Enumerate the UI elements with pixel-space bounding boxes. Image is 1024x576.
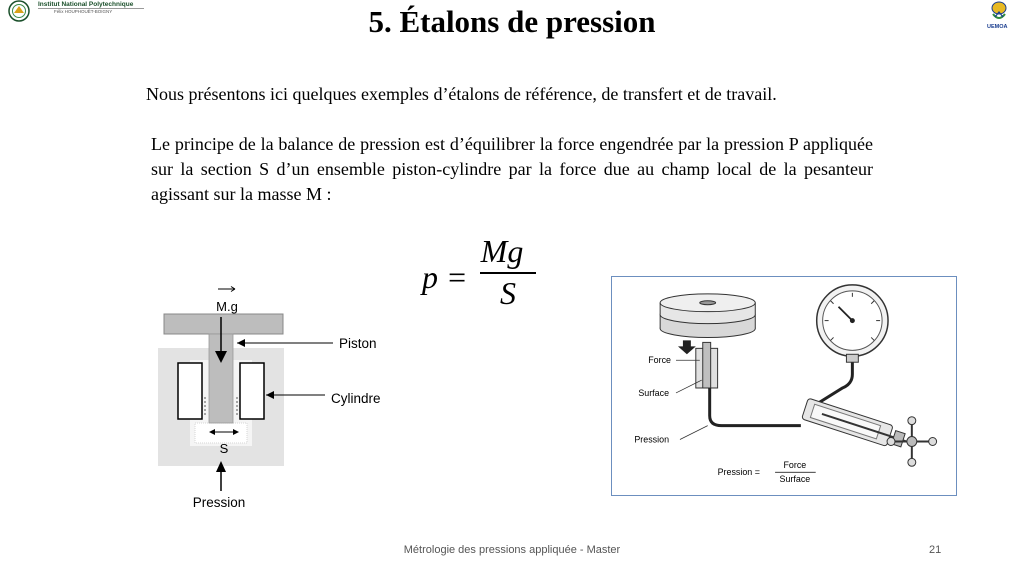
- pressure-formula: p = Mg S: [420, 233, 536, 311]
- uemoa-logo: UEMOA: [984, 0, 1018, 34]
- deadweight-tester-diagram: Force Surface Pression: [611, 276, 957, 496]
- pressure-arrow-head: [216, 461, 226, 472]
- force-label: Force: [648, 355, 671, 365]
- piston-label: Piston: [339, 336, 377, 351]
- institution-logo: Institut National Polytechnique Félix HO…: [2, 0, 152, 22]
- surface-label: Surface: [638, 388, 669, 398]
- tubing-left: [708, 387, 801, 428]
- cylinder-wall-left: [177, 362, 203, 420]
- equation-denominator: Surface: [780, 474, 811, 484]
- formula-numerator: Mg: [480, 233, 524, 269]
- vector-arrow-head: [230, 286, 236, 292]
- uemoa-emblem-icon: [991, 1, 1007, 19]
- mass-label: M.g: [216, 299, 238, 314]
- formula-denominator: S: [500, 275, 516, 311]
- uemoa-label: UEMOA: [987, 24, 1008, 30]
- footer-text: Métrologie des pressions appliquée - Mas…: [403, 544, 621, 556]
- stacked-weights: [659, 293, 756, 338]
- page-number: 21: [929, 544, 942, 556]
- pressure-label: Pression: [193, 495, 246, 510]
- equation-lhs: Pression =: [718, 467, 760, 477]
- cylinder-leader-head: [266, 391, 274, 399]
- pressure-leader: [679, 425, 708, 440]
- equation-numerator: Force: [784, 460, 807, 470]
- slide-title: 5. Étalons de pression: [368, 4, 656, 39]
- force-arrow-head: [215, 351, 227, 363]
- surface-leader: [675, 379, 702, 394]
- intro-text: Nous présentons ici quelques exemples d’…: [146, 84, 777, 104]
- force-arrow-icon: [677, 340, 696, 355]
- section-label: S: [220, 441, 229, 456]
- section-arrow-heads: [209, 429, 239, 435]
- institution-emblem-icon: [8, 0, 30, 22]
- fluid-region: [194, 422, 248, 444]
- logo-divider: [38, 8, 144, 9]
- institution-subname: Félix HOUPHOUËT-BOIGNY: [54, 9, 113, 14]
- screw-pump: [801, 398, 909, 448]
- piston-leader-head: [237, 339, 245, 347]
- formula-lhs: p =: [420, 259, 468, 295]
- gauge-needle: [837, 306, 854, 322]
- tubing-gauge: [809, 356, 854, 410]
- pressure-label-right: Pression: [634, 434, 669, 444]
- piston-plate: [163, 313, 284, 335]
- institution-name: Institut National Polytechnique: [38, 1, 134, 8]
- principle-paragraph: Le principe de la balance de pression es…: [151, 134, 873, 204]
- cylinder-wall-right: [239, 362, 265, 420]
- pressure-gauge: [815, 284, 889, 363]
- piston-cylinder-diagram: M.g Piston Cylindre S Pression: [158, 286, 381, 510]
- small-piston: [702, 341, 712, 389]
- cylinder-label: Cylindre: [331, 391, 381, 406]
- handwheel-icon: [886, 416, 938, 467]
